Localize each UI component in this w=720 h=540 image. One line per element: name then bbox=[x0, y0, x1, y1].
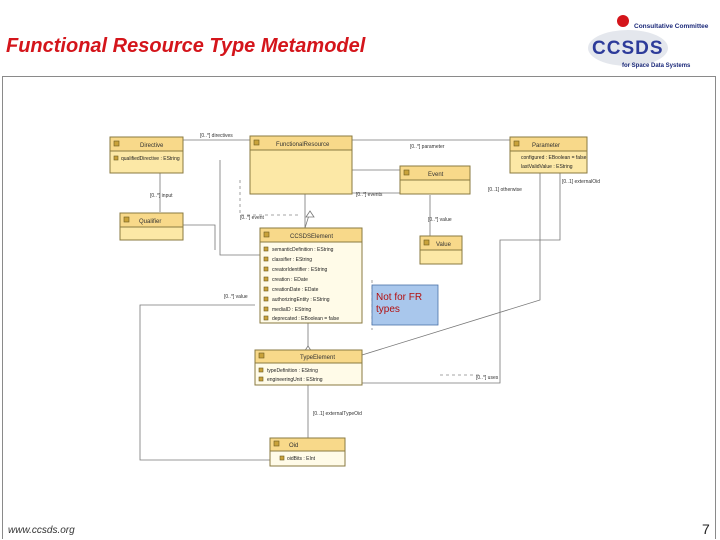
class-icon bbox=[113, 140, 120, 147]
note-text-line: Not for FR bbox=[376, 292, 422, 303]
role-label: [0..*] events bbox=[356, 192, 383, 198]
logo-line1: Consultative Committee bbox=[634, 23, 709, 30]
note-text: Not for FR types bbox=[376, 292, 425, 315]
class-type-element[interactable]: TypeElement typeDefinition : EString eng… bbox=[254, 349, 363, 386]
class-attribute: engineeringUnit : EString bbox=[267, 377, 323, 383]
class-attribute: qualifiedDirective : EString bbox=[121, 156, 180, 162]
content-frame bbox=[2, 76, 716, 539]
class-attribute: mediaID : EString bbox=[272, 307, 311, 313]
class-attribute: oidBits : EInt bbox=[287, 456, 316, 462]
role-label: [0..*] input bbox=[150, 193, 173, 199]
class-attribute: authorizingEntity : EString bbox=[272, 297, 330, 303]
class-name: Oid bbox=[289, 443, 298, 449]
role-label: [0..*] parameter bbox=[410, 144, 445, 150]
class-oid[interactable]: Oid oidBits : EInt bbox=[269, 437, 346, 467]
class-icon bbox=[258, 352, 265, 359]
class-icon bbox=[513, 140, 520, 147]
role-label: [0..1] otherwise bbox=[488, 187, 522, 193]
role-label: [0..*] uses bbox=[476, 375, 499, 381]
attribute-list: semanticDefinition : EString classifier … bbox=[263, 246, 339, 322]
class-name: Parameter bbox=[532, 143, 560, 149]
class-qualifier[interactable]: Qualifier bbox=[119, 212, 184, 241]
class-parameter[interactable]: Parameter configured : EBoolean = false … bbox=[509, 136, 588, 174]
class-attribute: creatorIdentifier : EString bbox=[272, 267, 328, 273]
class-attribute: lastValidValue : EString bbox=[521, 164, 573, 170]
class-attribute: creationDate : EDate bbox=[272, 287, 319, 293]
class-name: Directive bbox=[140, 143, 164, 149]
class-attribute: deprecated : EBoolean = false bbox=[272, 316, 339, 322]
association-role-labels: [0..*] directives [0..*] parameter [0..*… bbox=[150, 133, 600, 417]
role-label: [0..1] externalTypeOid bbox=[313, 411, 362, 417]
class-attribute: configured : EBoolean = false bbox=[521, 155, 587, 161]
class-attribute: typeDefinition : EString bbox=[267, 368, 318, 374]
class-name: CCSDSElement bbox=[290, 234, 333, 240]
class-name: TypeElement bbox=[300, 355, 335, 361]
class-icon bbox=[253, 139, 260, 146]
class-name: FunctionalResource bbox=[276, 142, 330, 148]
role-label: [0..*] directives bbox=[200, 133, 233, 139]
class-name: Event bbox=[428, 172, 444, 178]
class-icon bbox=[423, 239, 430, 246]
logo-globe-icon bbox=[617, 15, 629, 27]
class-directive[interactable]: Directive qualifiedDirective : EString bbox=[109, 136, 184, 174]
role-label: [0..1] externalOid bbox=[562, 179, 600, 185]
slide-title: Functional Resource Type Metamodel bbox=[6, 35, 366, 57]
page-number: 7 bbox=[702, 521, 710, 537]
class-ccsds-element[interactable]: CCSDSElement semanticDefinition : EStrin… bbox=[259, 227, 363, 324]
class-icon bbox=[123, 216, 130, 223]
class-icon bbox=[403, 169, 410, 176]
class-icon bbox=[273, 440, 280, 447]
ccsds-logo: Consultative Committee CCSDS for Space D… bbox=[588, 15, 709, 69]
note-not-for-fr-types: Not for FR types bbox=[371, 284, 439, 326]
class-name: Value bbox=[436, 242, 452, 248]
class-value[interactable]: Value bbox=[419, 235, 463, 265]
role-label: [0..*] value bbox=[224, 294, 248, 300]
class-functional-resource[interactable]: FunctionalResource bbox=[249, 135, 353, 195]
role-label: [0..*] value bbox=[428, 217, 452, 223]
logo-word: CCSDS bbox=[592, 38, 664, 59]
role-label: [0..*] event bbox=[240, 215, 265, 221]
footer-url[interactable]: www.ccsds.org bbox=[8, 525, 75, 536]
logo-line2: for Space Data Systems bbox=[622, 63, 691, 69]
class-icon bbox=[263, 231, 270, 238]
class-event[interactable]: Event bbox=[399, 165, 471, 195]
class-attribute: creation : EDate bbox=[272, 277, 308, 283]
class-attribute: classifier : EString bbox=[272, 257, 312, 263]
attribute-icon bbox=[113, 155, 119, 161]
class-attribute: semanticDefinition : EString bbox=[272, 247, 334, 253]
note-text-line: types bbox=[376, 304, 400, 315]
class-name: Qualifier bbox=[139, 219, 161, 225]
